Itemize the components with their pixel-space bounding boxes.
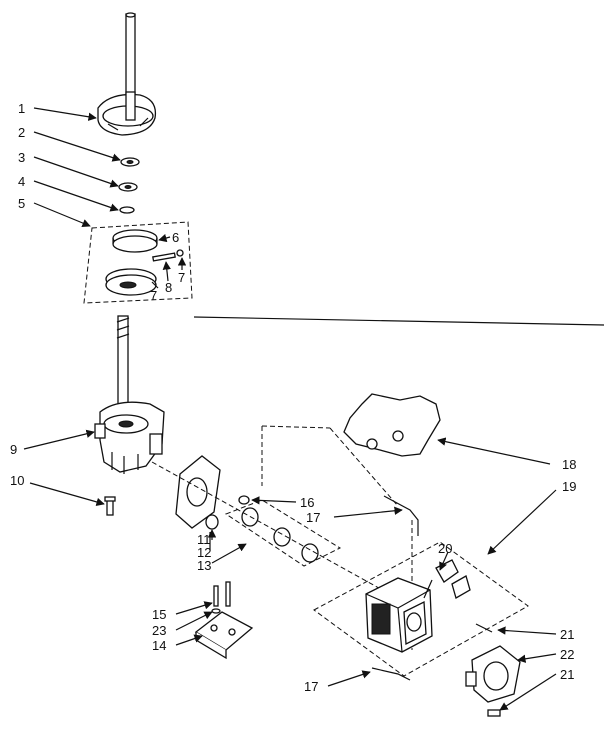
callout-21-upper: 21: [560, 627, 574, 642]
alignment-line-a: [151, 461, 405, 603]
part-23-washer: [211, 608, 221, 614]
callout-16: 16: [300, 495, 314, 510]
callout-11: 11: [197, 532, 211, 547]
part-2-washer: [120, 157, 140, 167]
drive-shaft-lower: [116, 315, 130, 417]
part-21-clip-lower: [487, 709, 501, 717]
part-15-bolt: [213, 581, 231, 607]
callout-9: 9: [10, 442, 17, 457]
part-5-clutch-group: [83, 221, 193, 304]
callout-4: 4: [18, 174, 25, 189]
alignment-line-c: [261, 425, 331, 429]
alignment-line-d: [329, 427, 399, 507]
coupling-disc-3: [301, 543, 319, 563]
leader-lines: [23, 107, 557, 711]
callout-18: 18: [562, 457, 576, 472]
part-18-gasket: [343, 393, 441, 457]
reference-line: [193, 316, 605, 326]
part-19-motor-group: [313, 541, 529, 677]
callout-7-drum: 7: [150, 288, 157, 303]
callout-12: 12: [197, 545, 211, 560]
callout-7-pin: 7: [178, 270, 185, 285]
callout-1: 1: [18, 101, 25, 116]
callout-3: 3: [18, 150, 25, 165]
part-17-rod-upper: [383, 495, 419, 536]
motor: [365, 577, 433, 653]
callout-14: 14: [152, 638, 166, 653]
part-8-pin: [152, 249, 184, 262]
callout-20: 20: [438, 541, 452, 556]
part-9-gearcase: [94, 401, 165, 474]
part-20-switch: [423, 559, 471, 599]
callout-8: 8: [165, 280, 172, 295]
part-10-bolt: [104, 496, 116, 516]
part-16-clip: [238, 495, 250, 505]
callout-17-upper: 17: [306, 510, 320, 525]
part-1-cam: [97, 91, 157, 136]
part-17-rod-lower: [371, 667, 411, 681]
callout-5: 5: [18, 196, 25, 211]
callout-23: 23: [152, 623, 166, 638]
part-7-clutch-drum: [105, 268, 157, 296]
part-12-seal: [205, 514, 219, 530]
part-21-clip-upper: [475, 623, 493, 633]
part-14-mount-bracket: [194, 611, 254, 660]
part-3-washer: [118, 182, 138, 192]
callout-labels: 1 2 3 4 5 6 7 8 7 9 10 11 12 13 14 15 16…: [10, 101, 576, 694]
part-13-coupling-group: [224, 499, 342, 567]
callout-19: 19: [562, 479, 576, 494]
callout-2: 2: [18, 125, 25, 140]
callout-21-lower: 21: [560, 667, 574, 682]
part-11-plate: [175, 455, 221, 529]
callout-6: 6: [172, 230, 179, 245]
callout-13: 13: [197, 558, 211, 573]
callout-10: 10: [10, 473, 24, 488]
part-22-bracket: [465, 645, 521, 703]
part-4-ring: [119, 206, 135, 214]
part-6-clutch-spring: [112, 229, 158, 253]
callout-22: 22: [560, 647, 574, 662]
callout-17-lower: 17: [304, 679, 318, 694]
callout-15: 15: [152, 607, 166, 622]
